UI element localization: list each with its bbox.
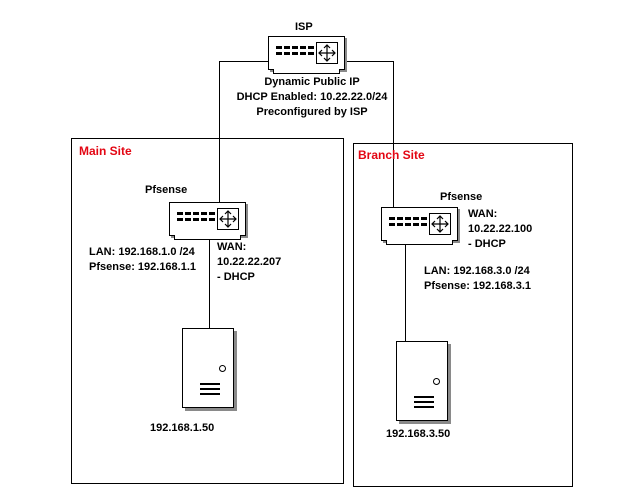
branch-server-icon [396, 341, 448, 421]
branch-pfsense-router-icon [381, 207, 458, 245]
isp-link-line [346, 61, 394, 62]
branch-site-box [353, 143, 573, 487]
main-lan-line: LAN: 192.168.1.0 /24 [89, 246, 195, 258]
branch-wan-info: WAN: 10.22.22.100 - DHCP [468, 207, 532, 252]
isp-info-line: Preconfigured by ISP [256, 106, 368, 118]
main-wan-info: WAN: 10.22.22.207 - DHCP [217, 240, 281, 285]
main-lan-line: Pfsense: 192.168.1.1 [89, 261, 197, 273]
branch-lan-line: LAN: 192.168.3.0 /24 [424, 265, 530, 277]
isp-info-line: Dynamic Public IP [264, 76, 360, 88]
main-wan-line: - DHCP [217, 271, 255, 283]
branch-lan-line: Pfsense: 192.168.3.1 [424, 280, 532, 292]
main-server-icon [182, 328, 234, 408]
isp-to-branch-line [393, 61, 394, 209]
branch-wan-line: 10.22.22.100 [468, 223, 533, 235]
branch-router-to-server-line [405, 243, 406, 341]
main-site-box [71, 138, 344, 484]
main-wan-line: WAN: [217, 241, 247, 253]
branch-router-label: Pfsense [440, 191, 483, 203]
isp-title: ISP [295, 21, 313, 33]
isp-router-icon [268, 36, 345, 74]
main-pfsense-router-icon [169, 202, 246, 240]
branch-wan-line: - DHCP [468, 238, 506, 250]
isp-to-main-line [219, 61, 220, 205]
branch-lan-info: LAN: 192.168.3.0 /24 Pfsense: 192.168.3.… [424, 264, 531, 294]
isp-link-line [219, 61, 269, 62]
main-server-ip: 192.168.1.50 [150, 422, 215, 434]
branch-site-title: Branch Site [358, 148, 425, 162]
main-router-to-server-line [209, 238, 210, 328]
branch-server-ip: 192.168.3.50 [386, 428, 451, 440]
main-site-title: Main Site [79, 144, 132, 158]
main-lan-info: LAN: 192.168.1.0 /24 Pfsense: 192.168.1.… [89, 245, 196, 275]
main-wan-line: 10.22.22.207 [217, 256, 282, 268]
isp-info: Dynamic Public IP DHCP Enabled: 10.22.22… [232, 75, 392, 120]
branch-wan-line: WAN: [468, 208, 498, 220]
main-router-label: Pfsense [145, 184, 188, 196]
isp-info-line: DHCP Enabled: 10.22.22.0/24 [236, 91, 388, 103]
